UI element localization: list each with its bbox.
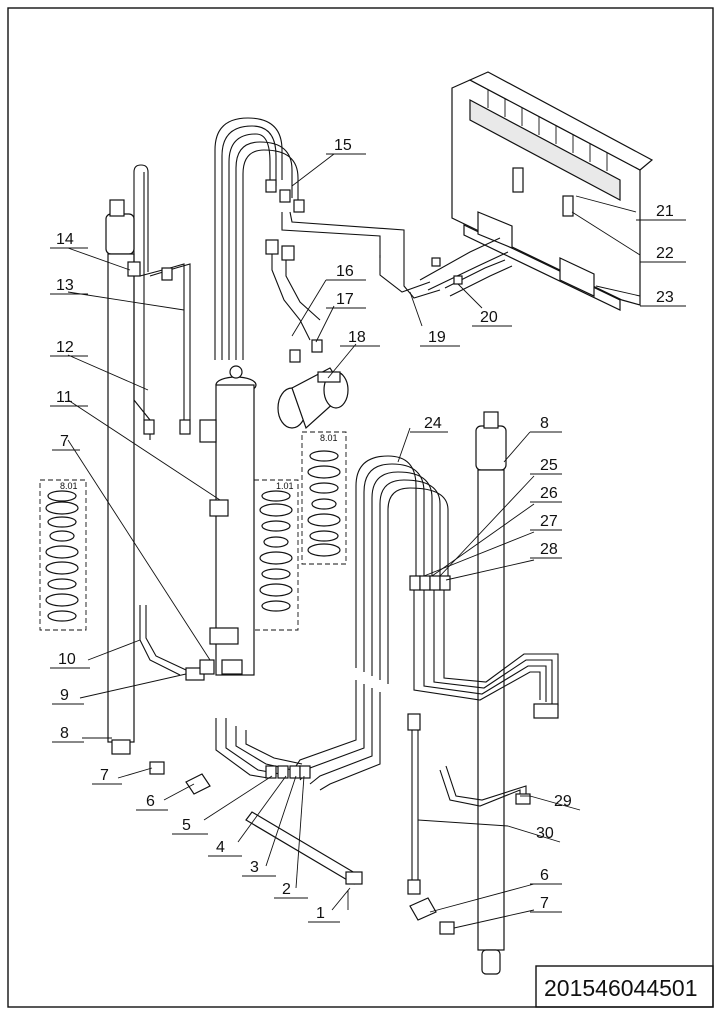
callout-2: 2	[282, 881, 291, 898]
callout-9: 9	[60, 687, 69, 704]
callout-12: 12	[56, 339, 74, 356]
leader-lines	[67, 153, 641, 929]
connecting-tube	[149, 761, 455, 935]
callout-20: 20	[480, 309, 498, 326]
callout-8b: 8	[540, 415, 549, 432]
fork-carriage	[451, 71, 654, 311]
motor-hoses	[265, 239, 323, 363]
callout-11: 11	[56, 389, 73, 406]
callout-30: 30	[536, 825, 554, 842]
callout-7a: 7	[100, 767, 109, 784]
hose-bundle-top	[214, 117, 405, 360]
seal-kit-label-left: 8.01	[60, 481, 78, 491]
seal-kit-left	[39, 479, 87, 631]
callout-10: 10	[58, 651, 76, 668]
seal-kit-right	[301, 431, 347, 565]
seal-kit-label-right: 8.01	[320, 433, 338, 443]
callout-7b: 7	[60, 433, 69, 450]
callout-13: 13	[56, 277, 74, 294]
lower-hoses	[215, 680, 381, 791]
callout-4: 4	[216, 839, 225, 856]
callout-26: 26	[540, 485, 558, 502]
seal-kit-labels: 8.01 1.01 8.01	[60, 433, 338, 491]
callout-27: 27	[540, 513, 558, 530]
lower-left-hoses	[139, 605, 215, 681]
callout-16: 16	[336, 263, 354, 280]
callout-29: 29	[554, 793, 572, 810]
callout-25: 25	[540, 457, 558, 474]
seal-kit-centre	[253, 479, 299, 631]
callout-6a: 6	[146, 793, 155, 810]
seal-kit-label-centre: 1.01	[276, 481, 294, 491]
hose-bundle-24	[355, 455, 559, 719]
callout-17: 17	[336, 291, 354, 308]
callout-7c: 7	[540, 895, 549, 912]
callout-18: 18	[348, 329, 366, 346]
callout-24: 24	[424, 415, 442, 432]
callout-8a: 8	[60, 725, 69, 742]
hydraulic-motor	[277, 367, 349, 430]
drawing-number-box: 201546044501	[535, 965, 714, 1008]
centre-free-lift-cylinder	[199, 365, 257, 676]
left-lift-cylinder	[105, 199, 135, 755]
callout-3: 3	[250, 859, 259, 876]
callout-14: 14	[56, 231, 74, 248]
callout-15: 15	[334, 137, 352, 154]
callout-6b: 6	[540, 867, 549, 884]
callout-28: 28	[540, 541, 558, 558]
callout-5: 5	[182, 817, 191, 834]
right-lift-cylinder	[475, 411, 507, 975]
drawing-number: 201546044501	[544, 975, 698, 1001]
callout-21: 21	[656, 203, 674, 220]
callout-1: 1	[316, 905, 325, 922]
drawing-border	[7, 7, 714, 1008]
callout-labels: 1 2 3 4 5 6 6 7 7 7 8 8 9 10 11 12 13 14	[50, 137, 686, 923]
callout-22: 22	[656, 245, 674, 262]
callout-23: 23	[656, 289, 674, 306]
callout-19: 19	[428, 329, 446, 346]
right-lower-hoses	[407, 713, 531, 895]
